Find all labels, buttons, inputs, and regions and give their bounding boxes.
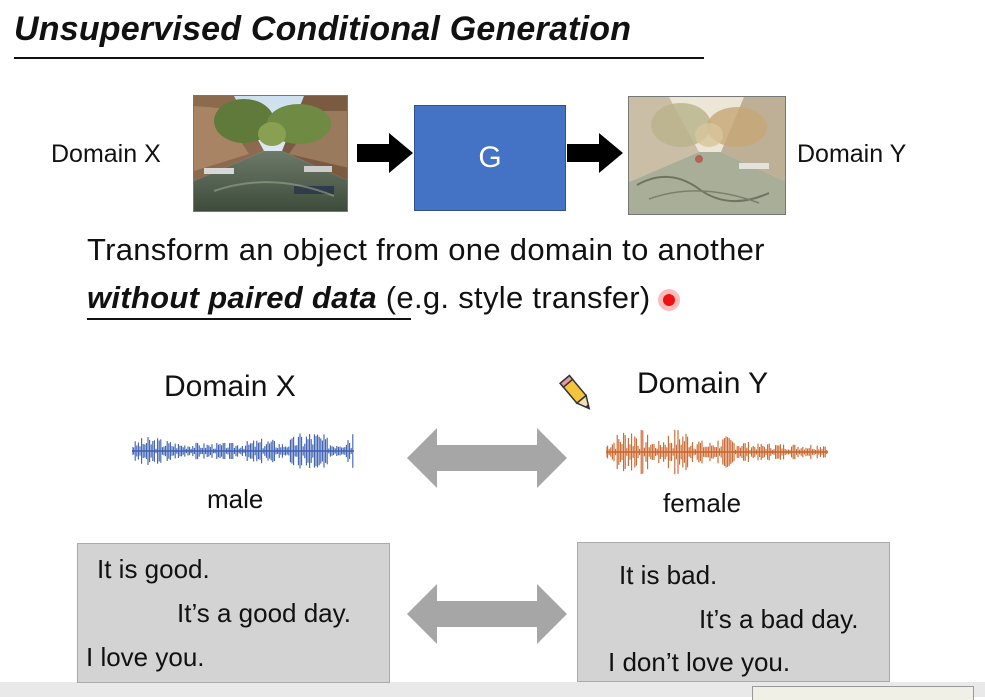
recorder-watermark [752,686,974,700]
pencil-cursor-icon [559,374,591,410]
page-title: Unsupervised Conditional Generation [14,10,632,48]
domain-y-label: Domain Y [797,140,907,168]
text-line: I don’t love you. [608,647,791,677]
bidirectional-arrow-icon [407,428,567,488]
bottom-bar [0,682,985,697]
generator-box: G [414,105,566,211]
positive-text-box: It is good. It’s a good day. I love you. [77,543,390,683]
stylized-canal-painting [628,96,786,215]
female-waveform [606,429,828,475]
right-arrow-icon [567,133,623,173]
male-caption: male [207,484,264,514]
emphasis-underline [87,318,411,320]
text-line: It is bad. [619,560,718,590]
male-waveform [132,433,354,469]
domain-x-label: Domain X [51,140,161,168]
right-arrow-icon [357,133,413,173]
audio-domain-x-title: Domain X [164,370,296,403]
description-line-2: without paired data (e.g. style transfer… [87,280,651,316]
text-line: It’s a bad day. [699,604,859,634]
audio-domain-y-title: Domain Y [637,367,769,400]
female-caption: female [663,488,742,518]
bidirectional-arrow-icon [407,584,567,644]
example-text: (e.g. style transfer) [376,280,651,315]
text-line: I love you. [86,642,205,672]
text-line: It’s a good day. [177,598,351,628]
description-line-1: Transform an object from one domain to a… [87,232,765,267]
text-line: It is good. [97,554,210,584]
negative-text-box: It is bad. It’s a bad day. I don’t love … [577,542,890,682]
emphasis-text: without paired data [87,280,377,315]
laser-pointer-icon [658,289,680,311]
source-canal-photo [193,95,348,212]
title-underline [14,57,704,59]
